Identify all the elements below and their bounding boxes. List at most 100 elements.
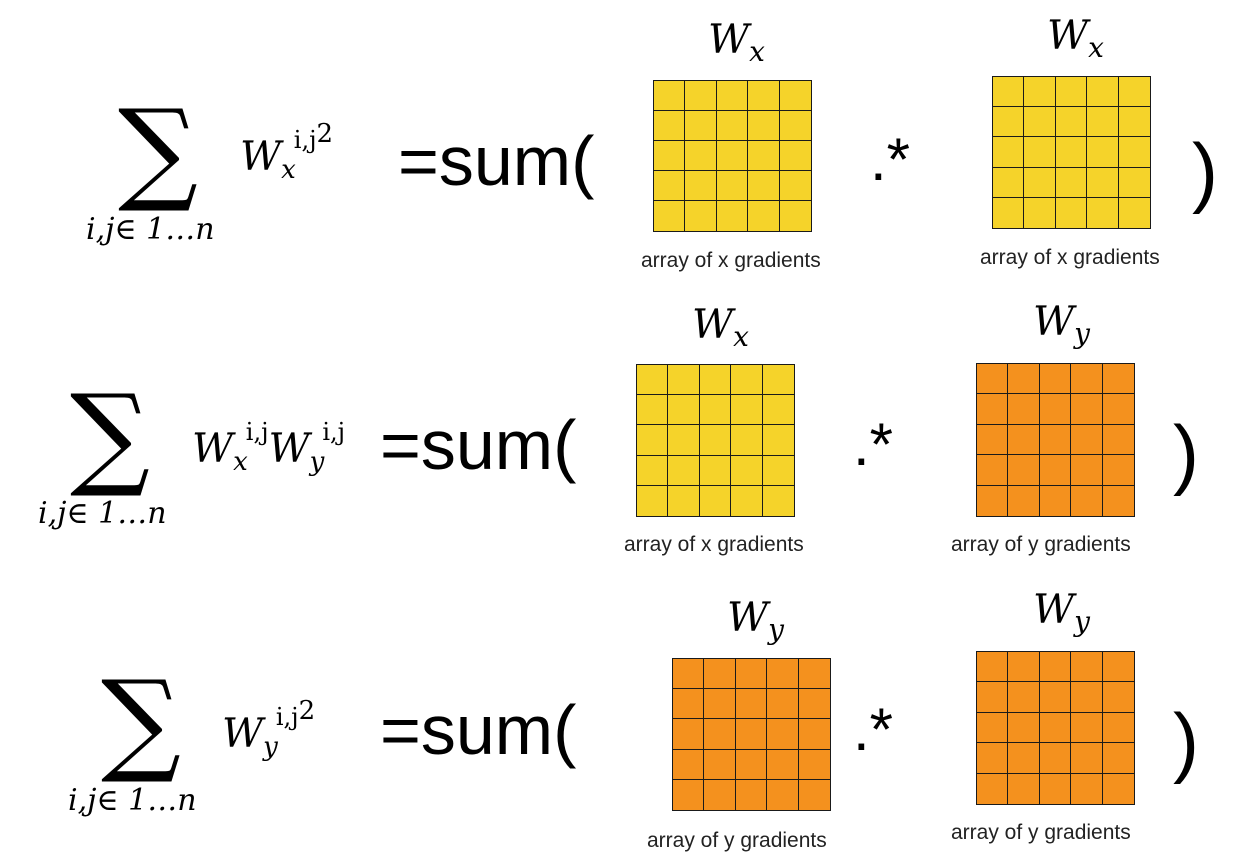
grid-cell [731, 485, 763, 516]
sum-subscript: i,j∈ 1…n [38, 496, 167, 531]
grid-cell [654, 171, 686, 201]
grid-cell [977, 424, 1009, 456]
grid-cell [1102, 455, 1134, 486]
grid-cell [977, 773, 1009, 804]
grid-cell [699, 365, 732, 396]
close-paren: ) [1173, 409, 1199, 497]
right-array-grid [976, 363, 1135, 517]
grid-cell [779, 111, 811, 141]
grid-cell [1071, 424, 1103, 456]
grid-cell [1008, 394, 1040, 425]
right-array-label: Wx [1047, 13, 1104, 64]
grid-cell [1118, 77, 1150, 108]
grid-cell [685, 81, 717, 111]
grid-cell [1071, 652, 1103, 683]
grid-cell [993, 137, 1025, 168]
grid-cell [668, 485, 700, 516]
grid-cell [1071, 712, 1103, 744]
grid-cell [1087, 197, 1119, 228]
grid-cell [717, 201, 749, 231]
grid-cell [685, 171, 717, 201]
grid-cell [673, 719, 705, 750]
grid-cell [1071, 364, 1103, 395]
left-array-grid [653, 80, 812, 232]
grid-cell [1102, 682, 1134, 713]
right-array-grid [976, 651, 1135, 805]
grid-cell [798, 719, 830, 750]
close-paren: ) [1173, 697, 1199, 785]
grid-cell [1055, 137, 1088, 168]
grid-cell [1071, 485, 1103, 516]
grid-cell [779, 171, 811, 201]
grid-cell [673, 779, 705, 810]
equals-sum-open: =sum( [380, 406, 577, 484]
grid-cell [1102, 425, 1134, 456]
grid-cell [736, 779, 768, 810]
grid-cell [1039, 652, 1072, 683]
left-array-caption: array of x gradients [641, 249, 821, 272]
grid-cell [1024, 77, 1056, 108]
grid-cell [748, 201, 780, 231]
sum-subscript: i,j∈ 1…n [68, 783, 197, 818]
elementwise-multiply: .* [853, 411, 894, 478]
grid-cell [716, 81, 749, 111]
grid-cell [1008, 455, 1040, 486]
grid-cell [668, 425, 700, 456]
grid-cell [1008, 712, 1040, 744]
grid-cell [1008, 652, 1040, 683]
grid-cell [731, 455, 763, 486]
grid-cell [1055, 167, 1088, 198]
grid-cell [1102, 394, 1134, 425]
grid-cell [1103, 486, 1134, 516]
grid-cell [1040, 773, 1072, 804]
grid-cell [977, 652, 1009, 683]
grid-cell [1039, 682, 1072, 713]
grid-cell [993, 167, 1025, 198]
grid-cell [1056, 197, 1088, 228]
grid-cell [673, 659, 705, 690]
summand-term: Wxi,j2 [240, 119, 334, 185]
grid-cell [699, 455, 732, 486]
right-array-grid [992, 76, 1151, 229]
grid-cell [977, 394, 1009, 425]
grid-cell [977, 712, 1009, 744]
grid-cell [735, 749, 768, 780]
grid-cell [798, 750, 830, 780]
grid-cell [704, 719, 736, 750]
right-array-label: Wy [1033, 587, 1090, 638]
grid-cell [1008, 773, 1040, 804]
grid-cell [1087, 107, 1119, 138]
grid-cell [699, 425, 732, 456]
grid-cell [977, 485, 1009, 516]
sigma-symbol: ∑ [101, 657, 181, 787]
grid-cell [704, 749, 736, 780]
close-paren: ) [1192, 127, 1218, 215]
sigma-symbol: ∑ [118, 86, 198, 216]
grid-cell [1102, 652, 1134, 683]
grid-cell [1040, 485, 1072, 516]
grid-cell [1102, 713, 1134, 744]
grid-cell [704, 779, 736, 810]
grid-cell [748, 81, 780, 111]
grid-cell [637, 425, 669, 456]
grid-cell [767, 749, 799, 780]
grid-cell [1008, 743, 1040, 774]
grid-cell [699, 395, 732, 426]
grid-cell [1039, 743, 1072, 774]
grid-cell [685, 201, 717, 231]
grid-cell [637, 365, 669, 396]
grid-cell [1119, 198, 1150, 228]
grid-cell [716, 141, 749, 171]
grid-cell [735, 719, 768, 750]
grid-cell [731, 425, 763, 456]
grid-cell [704, 689, 736, 720]
grid-cell [1103, 774, 1134, 804]
grid-cell [637, 485, 669, 516]
summand-term: Wxi,jWyi,j [192, 418, 346, 477]
equals-sum-open: =sum( [398, 122, 595, 200]
left-array-label: Wx [692, 302, 749, 353]
grid-cell [637, 455, 669, 486]
grid-cell [1071, 455, 1103, 486]
grid-cell [977, 682, 1009, 713]
grid-cell [735, 689, 768, 720]
